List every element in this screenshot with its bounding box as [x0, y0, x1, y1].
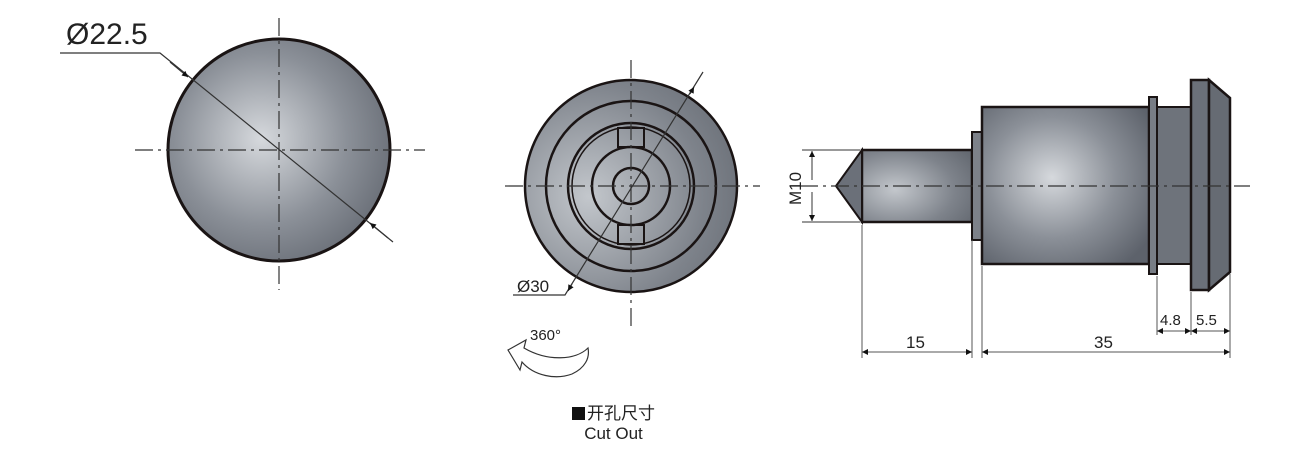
rotation-arrow-icon	[507, 338, 590, 378]
front-diameter-label: Ø30	[517, 277, 550, 296]
head-bevel	[1207, 77, 1232, 293]
cutout-view	[60, 18, 425, 290]
diameter-leader-line	[513, 71, 704, 296]
diameter-leader-line	[60, 52, 394, 243]
diameter-arrow-top	[688, 86, 695, 95]
thread-label: M10	[786, 171, 805, 205]
diameter-arrow-bottom	[369, 222, 389, 239]
legend-square-icon	[572, 407, 585, 420]
diameter-arrow-bottom	[567, 283, 574, 292]
cutout-legend: 开孔尺寸 Cut Out	[572, 404, 655, 444]
rotation-label: 360°	[530, 327, 562, 344]
body-length-label: 35	[1094, 333, 1113, 352]
legend-title-en: Cut Out	[584, 424, 643, 443]
shaft-length-label: 15	[906, 333, 925, 352]
head-width-label: 5.5	[1196, 312, 1217, 329]
legend-title-cn: 开孔尺寸	[587, 404, 655, 423]
head-flange	[1189, 78, 1211, 292]
cutout-diameter-label: Ø22.5	[66, 18, 148, 51]
diameter-arrow-top	[169, 61, 189, 78]
front-view	[505, 60, 760, 378]
collar-width-label: 4.8	[1160, 312, 1181, 329]
side-view	[800, 77, 1250, 358]
